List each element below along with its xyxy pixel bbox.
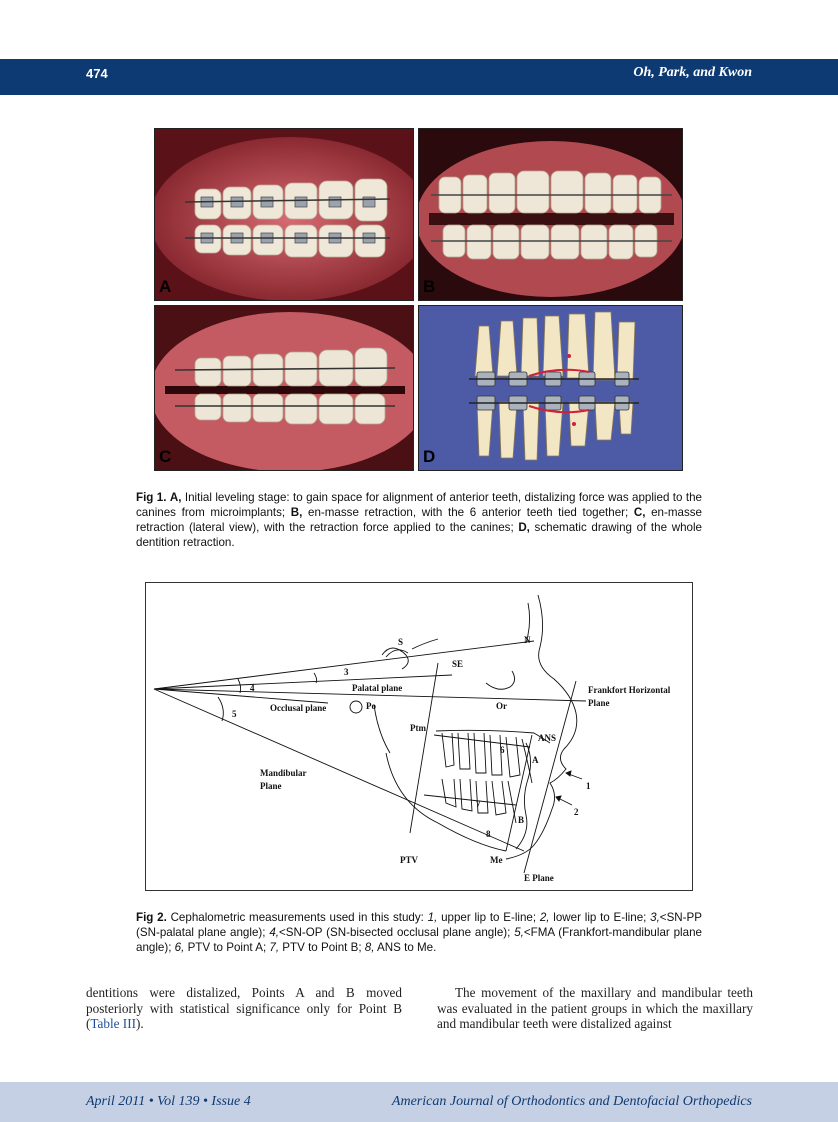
cephalometric-tracing: S N SE 3 4 5 Palatal plane Occlusal plan… (153, 594, 671, 883)
caption-letter-a: A, (169, 491, 182, 504)
label-n8: 8 (486, 829, 491, 839)
footer-journal: American Journal of Orthodontics and Den… (391, 1094, 752, 1109)
body-left-column: dentitions were distalized, Points A and… (86, 985, 402, 1032)
figure1-panel-d: D (418, 305, 683, 471)
figure1-panel-b: B (418, 128, 683, 301)
label-b: B (518, 815, 524, 825)
fig2-caption-i7: 7, (269, 941, 280, 954)
figure2-caption: Fig 2. Cephalometric measurements used i… (136, 910, 702, 955)
caption-text-a: Initial leveling stage: to gain space fo… (136, 491, 702, 519)
fig2-caption-i8: 8, (364, 941, 375, 954)
fig2-caption-i3: 3, (650, 911, 660, 924)
caption-letter-b: B, (290, 506, 303, 519)
fig2-caption-t3: lower lip to E-line; (549, 911, 651, 924)
table-iii-link[interactable]: Table III (90, 1016, 136, 1031)
label-occlusal-plane: Occlusal plane (270, 703, 326, 713)
label-frankfort-2: Plane (588, 698, 610, 708)
label-po: Po (366, 701, 376, 711)
fig2-caption-i1: 1, (427, 911, 438, 924)
fig2-caption-t2: upper lip to E-line; (437, 911, 540, 924)
fig2-caption-t8: PTV to Point B; (279, 941, 365, 954)
label-n6: 6 (500, 745, 505, 755)
fig2-caption-i6: 6, (174, 941, 185, 954)
label-se: SE (452, 659, 463, 669)
header-bar (0, 59, 838, 95)
footer-bar (0, 1082, 838, 1122)
figure2-diagram: S N SE 3 4 5 Palatal plane Occlusal plan… (145, 582, 693, 891)
footer-issue: April 2011 • Vol 139 • Issue 4 (86, 1094, 251, 1109)
page-number: 474 (86, 66, 108, 81)
label-s: S (398, 637, 403, 647)
fig2-caption-t1: Cephalometric measurements used in this … (166, 911, 428, 924)
panel-letter-d: D (423, 447, 436, 466)
label-ptm: Ptm (410, 723, 426, 733)
caption-text-d: schematic drawing of the whole dentition… (136, 521, 702, 549)
label-e-plane: E Plane (524, 873, 554, 883)
label-n4: 4 (250, 683, 255, 693)
figure2-label: Fig 2. (136, 911, 167, 924)
label-n1: 1 (586, 781, 591, 791)
label-mandibular-2: Plane (260, 781, 282, 791)
fig2-caption-t6: <FMA (Frankfort-mandibular plane angle); (136, 926, 702, 954)
label-me: Me (490, 855, 503, 865)
label-n: N (524, 635, 531, 645)
figure1-caption: Fig 1. A, Initial leveling stage: to gai… (136, 490, 702, 550)
label-n5: 5 (232, 709, 237, 719)
figure1-panel-a: A (154, 128, 414, 301)
body-right-text: The movement of the maxillary and mandib… (437, 985, 753, 1031)
label-n3: 3 (344, 667, 349, 677)
panel-letter-a: A (159, 277, 172, 296)
label-n7: 7 (476, 799, 481, 809)
body-right-column: The movement of the maxillary and mandib… (437, 985, 753, 1032)
body-left-text: dentitions were distalized, Points A and… (86, 985, 402, 1031)
label-ptv: PTV (400, 855, 419, 865)
figure1-panel-c: C (154, 305, 414, 471)
running-head: Oh, Park, and Kwon (633, 65, 752, 80)
figure1-label: Fig 1. (136, 491, 167, 504)
panel-letter-c: C (159, 447, 172, 466)
fig2-caption-t7: PTV to Point A; (184, 941, 270, 954)
label-a: A (532, 755, 539, 765)
panel-letter-b: B (423, 277, 436, 296)
label-ans: ANS (538, 733, 556, 743)
label-palatal-plane: Palatal plane (352, 683, 402, 693)
fig2-caption-t5: <SN-OP (SN-bisected occlusal plane angle… (279, 926, 515, 939)
fig2-caption-i5: 5, (514, 926, 524, 939)
caption-text-c: en-masse retraction (lateral view), with… (136, 506, 703, 534)
label-or: Or (496, 701, 507, 711)
caption-letter-d: D, (518, 521, 530, 534)
caption-letter-c: C, (633, 506, 646, 519)
fig2-caption-t4: <SN-PP (SN-palatal plane angle); (136, 911, 702, 939)
body-left-end: ). (135, 1016, 144, 1031)
fig2-caption-i2: 2, (539, 911, 550, 924)
label-mandibular-1: Mandibular (260, 768, 307, 778)
caption-text-b: en-masse retraction, with the 6 anterior… (302, 506, 634, 519)
fig2-caption-t9: ANS to Me. (374, 941, 437, 954)
label-frankfort-1: Frankfort Horizontal (588, 685, 671, 695)
label-n2: 2 (574, 807, 579, 817)
fig2-caption-i4: 4, (269, 926, 279, 939)
